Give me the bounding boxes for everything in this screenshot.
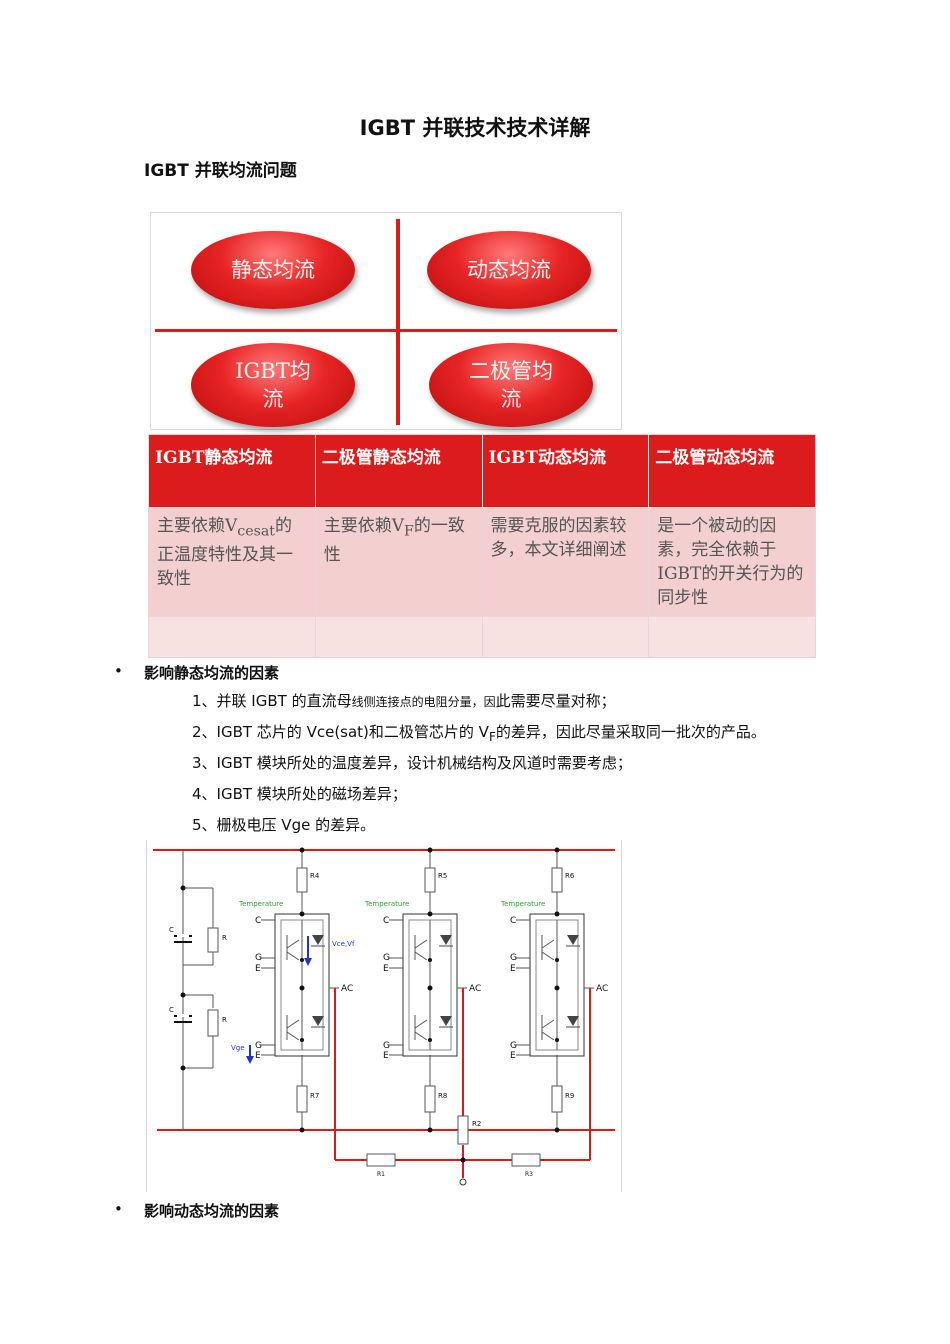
pin-e-label: E	[383, 1051, 389, 1061]
oval-dynamic-label: 动态均流	[467, 258, 551, 282]
temperature-label: Temperature	[238, 900, 283, 908]
resistor-label: R7	[310, 1092, 319, 1100]
r1-label: R1	[377, 1171, 385, 1178]
table-row: 主要依赖Vcesat的正温度特性及其一致性 主要依赖VF的一致性 需要克服的因素…	[148, 507, 816, 617]
resistor-label: R8	[438, 1092, 447, 1100]
table-cell: 需要克服的因素较多，本文详细阐述	[481, 507, 650, 617]
list-item: 3、IGBT 模块所处的温度差异，设计机械结构及风道时需要考虑；	[192, 754, 632, 772]
resistor-label: R4	[310, 872, 320, 880]
current-sharing-table: IGBT静态均流 二极管静态均流 IGBT动态均流 二极管动态均流 主要依赖Vc…	[148, 434, 816, 658]
oval-dynamic-sharing: 动态均流	[427, 231, 591, 309]
table-cell: 是一个被动的因素，完全依赖于IGBT的开关行为的同步性	[648, 507, 816, 617]
pin-g-label: G	[383, 1041, 390, 1051]
res-label: R	[222, 1016, 227, 1024]
temperature-label: Temperature	[500, 900, 545, 908]
igbt-module-2: R5 R8 Temperature C G E G E AC	[364, 847, 481, 1133]
table-header-cell: IGBT静态均流	[148, 434, 316, 508]
cap-label: C	[169, 926, 174, 934]
r3-label: R3	[525, 1171, 533, 1178]
table-header-cell: IGBT动态均流	[481, 434, 650, 508]
ac-label: AC	[469, 984, 481, 994]
quadrant-vertical-divider	[396, 219, 400, 425]
parallel-igbt-circuit-diagram: C C R R R4 R7 Te	[146, 840, 622, 1192]
pin-e-label: E	[255, 1051, 261, 1061]
resistor-label: R9	[565, 1092, 574, 1100]
oval-igbt-sharing: IGBT均流	[191, 343, 355, 427]
pin-e-label: E	[255, 964, 261, 974]
cap-label: C	[169, 1006, 174, 1014]
table-header-cell: 二极管静态均流	[314, 434, 483, 508]
bullet-icon: •	[114, 1200, 123, 1218]
pin-c-label: C	[383, 916, 389, 926]
igbt-module-1: R4 R7 Temperature C G E G E AC Vce,Vf Vg…	[231, 847, 355, 1133]
pin-g-label: G	[255, 953, 262, 963]
table-cell: 主要依赖VF的一致性	[314, 507, 483, 617]
igbt-module-3: R6 R9 Temperature C G E G E AC	[500, 847, 608, 1133]
list-item: 4、IGBT 模块所处的磁场差异；	[192, 785, 407, 803]
vge-label: Vge	[231, 1044, 245, 1052]
table-cell: 主要依赖Vcesat的正温度特性及其一致性	[148, 507, 316, 617]
pin-g-label: G	[510, 953, 517, 963]
list-item: 5、栅极电压 Vge 的差异。	[192, 816, 376, 834]
table-header-cell: 二极管动态均流	[648, 434, 816, 508]
oval-igbt-label: IGBT均流	[235, 359, 311, 411]
ac-label: AC	[341, 984, 353, 994]
oval-diode-label: 二极管均流	[469, 359, 553, 411]
bullet-icon: •	[114, 662, 123, 680]
pin-e-label: E	[383, 964, 389, 974]
dynamic-factors-heading-text: 影响动态均流的因素	[144, 1202, 280, 1220]
list-item: 2、IGBT 芯片的 Vce(sat)和二极管芯片的 VF的差异，因此尽量采取同…	[192, 723, 766, 744]
ac-label: AC	[596, 984, 608, 994]
table-header-row: IGBT静态均流 二极管静态均流 IGBT动态均流 二极管动态均流	[148, 434, 816, 508]
section-subtitle: IGBT 并联均流问题	[144, 161, 297, 181]
oval-static-label: 静态均流	[231, 258, 315, 282]
circuit-svg: C C R R R4 R7 Te	[153, 847, 615, 1186]
vce-vf-label: Vce,Vf	[332, 940, 355, 948]
pin-g-label: G	[255, 1041, 262, 1051]
res-label: R	[222, 934, 227, 942]
quadrant-horizontal-divider	[155, 329, 617, 332]
oval-static-sharing: 静态均流	[191, 231, 355, 309]
pin-g-label: G	[510, 1041, 517, 1051]
document-title: IGBT 并联技术技术详解	[359, 116, 591, 140]
list-item: 1、并联 IGBT 的直流母线侧连接点的电阻分量，因此需要尽量对称；	[192, 692, 616, 710]
resistor-label: R6	[565, 872, 575, 880]
current-sharing-quadrant-figure: 静态均流 动态均流 IGBT均流 二极管均流	[150, 212, 622, 430]
resistor-label: R5	[438, 872, 447, 880]
table-empty-row	[148, 616, 816, 658]
pin-e-label: E	[510, 964, 516, 974]
pin-c-label: C	[255, 916, 261, 926]
pin-g-label: G	[383, 953, 390, 963]
pin-e-label: E	[510, 1051, 516, 1061]
oval-diode-sharing: 二极管均流	[429, 343, 593, 427]
static-factors-heading-text: 影响静态均流的因素	[144, 664, 280, 682]
temperature-label: Temperature	[364, 900, 409, 908]
r2-label: R2	[472, 1120, 481, 1128]
pin-c-label: C	[510, 916, 516, 926]
